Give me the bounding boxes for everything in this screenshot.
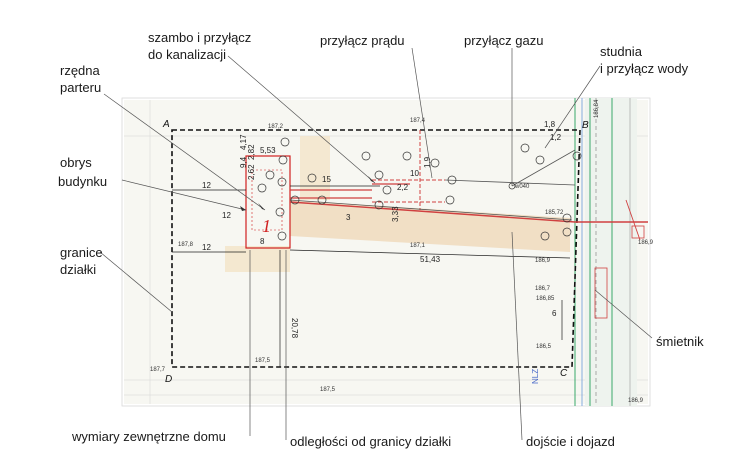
elevation-5: 187,5 — [255, 358, 271, 364]
sewage-area — [300, 136, 330, 200]
elevation-12: 186,85 — [536, 296, 555, 302]
label-bin: śmietnik — [656, 334, 704, 349]
dim-12-top: 12 — [202, 181, 211, 190]
sewage-connection-line — [290, 183, 410, 199]
dim-9-4: 9,4 — [239, 156, 248, 168]
dim-3-33: 3,33 — [391, 206, 400, 222]
dimension-lines — [172, 185, 571, 367]
elevation-13: 186,5 — [536, 344, 552, 350]
elevation-14: 186,9 — [638, 240, 654, 246]
nlz-tag: NLZ — [531, 369, 540, 384]
access-strip — [290, 200, 570, 252]
dim-5-53: 5,53 — [260, 146, 276, 155]
dim-2-82: 2,82 — [247, 144, 256, 160]
dim-3: 3 — [346, 213, 351, 222]
power-connection-line — [372, 130, 445, 210]
water-connection-line — [289, 201, 648, 223]
corner-a: A — [162, 119, 170, 130]
dim-8: 8 — [260, 237, 265, 246]
dim-2-2: 2,2 — [397, 183, 409, 192]
label-ext-dims: wymiary zewnętrzne domu — [71, 429, 226, 444]
plot-number: 1 — [262, 216, 271, 236]
elevation-4: 187,1 — [410, 243, 426, 249]
dim-6: 6 — [552, 309, 557, 318]
label-access: dojście i dojazd — [526, 434, 615, 449]
elevation-8: 186,9 — [628, 398, 644, 404]
dim-51-43: 51,43 — [420, 255, 441, 264]
dim-20-78: 20,78 — [290, 318, 299, 339]
dim-2-62: 2,62 — [247, 164, 256, 180]
dim-4-17: 4,17 — [239, 134, 248, 150]
elevation-9: 185,72 — [545, 210, 564, 216]
corner-c: C — [560, 368, 568, 379]
well-box — [631, 225, 645, 239]
label-outline-line1: obrys — [60, 155, 92, 170]
elevation-1: 187,2 — [268, 124, 284, 130]
leader-arrow-heads — [240, 176, 375, 211]
label-gas: przyłącz gazu — [464, 33, 543, 48]
label-power: przyłącz prądu — [320, 33, 405, 48]
label-ground-level-line2: parteru — [60, 80, 101, 95]
corner-d: D — [165, 374, 172, 385]
label-well-line2: i przyłącz wody — [600, 61, 689, 76]
map-grid-lines — [124, 100, 648, 404]
dim-1-8: 1,8 — [544, 120, 556, 129]
dim-12-side: 12 — [222, 211, 231, 220]
dim-1-9: 1,9 — [423, 156, 432, 168]
label-sewage-line2: do kanalizacji — [148, 47, 226, 62]
label-boundary-line1: granice — [60, 245, 103, 260]
elevation-10: 186,9 — [535, 258, 551, 264]
dim-12-bottom: 12 — [202, 243, 211, 252]
road-strip — [585, 98, 637, 406]
label-outline-line2: budynku — [58, 174, 107, 189]
elevation-7: 187,7 — [150, 367, 166, 373]
dim-15: 15 — [322, 175, 331, 184]
plot-boundary — [171, 129, 581, 368]
terrace-area — [225, 246, 290, 272]
label-sewage-line1: szambo i przyłącz — [148, 30, 251, 45]
elevation-6: 187,5 — [320, 387, 336, 393]
elevation-3: 187,8 — [178, 242, 194, 248]
gas-tag: w040 — [514, 184, 530, 190]
label-ground-level-line1: rzędna — [60, 63, 101, 78]
gas-branch-line — [511, 149, 576, 187]
elevation-2: 187,4 — [410, 118, 426, 124]
corner-b: B — [582, 120, 589, 131]
survey-markers — [257, 137, 582, 241]
label-well-line1: studnia — [600, 44, 643, 59]
elevation-11: 186,7 — [535, 286, 551, 292]
dim-10: 10 — [410, 169, 419, 178]
bin-shelter — [594, 267, 608, 319]
label-distances: odległości od granicy działki — [290, 434, 451, 449]
water-road-line — [625, 199, 641, 241]
gas-connection-line — [289, 179, 576, 221]
leader-lines — [99, 47, 653, 441]
building-inner-outline — [251, 169, 283, 231]
label-boundary-line2: działki — [60, 262, 96, 277]
dim-1-2: 1,2 — [550, 133, 562, 142]
elevation-15: 186,84 — [594, 99, 600, 118]
